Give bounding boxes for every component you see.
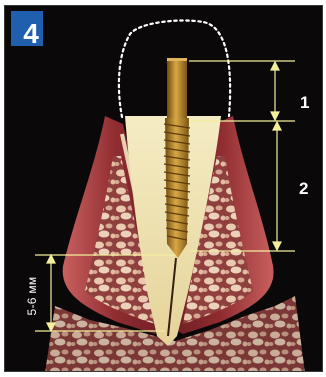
figure-badge: 4 <box>15 16 47 51</box>
label-dimension-2: 2 <box>299 179 308 199</box>
figure-panel: 4 1 2 5-6 мм <box>4 5 323 372</box>
implant-diagram <box>5 6 323 372</box>
label-depth: 5-6 мм <box>25 277 39 316</box>
label-dimension-1: 1 <box>300 93 309 113</box>
abutment <box>167 58 187 118</box>
implant-threads <box>164 118 190 258</box>
